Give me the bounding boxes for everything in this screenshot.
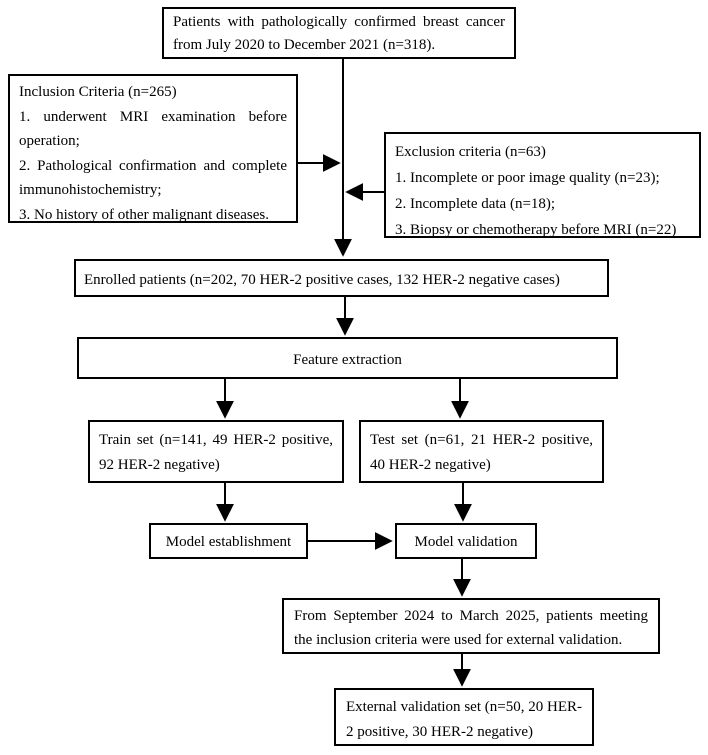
exclusion-item-2: 2. Incomplete data (n=18);	[395, 196, 556, 212]
flowchart-box-train-set: Train set (n=141, 49 HER-2 positive, 92 …	[88, 420, 344, 483]
flowchart-box-enrolled-patients: Enrolled patients (n=202, 70 HER-2 posit…	[74, 259, 609, 297]
flowchart-box-patients: Patients with pathologically confirmed b…	[162, 7, 516, 59]
exclusion-item-3: 3. Biopsy or chemotherapy before MRI (n=…	[395, 222, 677, 238]
exclusion-title: Exclusion criteria (n=63)	[395, 144, 546, 160]
feature-extraction-text: Feature extraction	[293, 352, 402, 368]
inclusion-item-1: 1. underwent MRI examination before oper…	[19, 108, 287, 150]
flowchart-box-test-set: Test set (n=61, 21 HER-2 positive, 40 HE…	[359, 420, 604, 483]
inclusion-title: Inclusion Criteria (n=265)	[19, 84, 177, 100]
patients-text: Patients with pathologically confirmed b…	[173, 14, 505, 53]
flowchart-box-external-validation-set: External validation set (n=50, 20 HER-2 …	[334, 688, 594, 746]
flowchart-box-model-validation: Model validation	[395, 523, 537, 559]
model-establishment-text: Model establishment	[165, 534, 292, 550]
flowchart-box-exclusion-criteria: Exclusion criteria (n=63) 1. Incomplete …	[384, 132, 701, 238]
enrolled-text: Enrolled patients (n=202, 70 HER-2 posit…	[84, 272, 560, 288]
external-validation-set-text: External validation set (n=50, 20 HER-2 …	[346, 699, 582, 740]
exclusion-item-1: 1. Incomplete or poor image quality (n=2…	[395, 170, 660, 186]
train-set-text: Train set (n=141, 49 HER-2 positive, 92 …	[99, 432, 333, 473]
inclusion-item-3: 3. No history of other malignant disease…	[19, 206, 269, 223]
flowchart-box-feature-extraction: Feature extraction	[77, 337, 618, 379]
model-validation-text: Model validation	[414, 534, 518, 550]
inclusion-item-2: 2. Pathological confirmation and complet…	[19, 157, 287, 199]
flowchart-box-inclusion-criteria: Inclusion Criteria (n=265) 1. underwent …	[8, 74, 298, 223]
flowchart-box-model-establishment: Model establishment	[149, 523, 308, 559]
test-set-text: Test set (n=61, 21 HER-2 positive, 40 HE…	[370, 432, 593, 473]
flowchart-box-external-validation-description: From September 2024 to March 2025, patie…	[282, 598, 660, 654]
external-validation-description-text: From September 2024 to March 2025, patie…	[294, 608, 648, 648]
